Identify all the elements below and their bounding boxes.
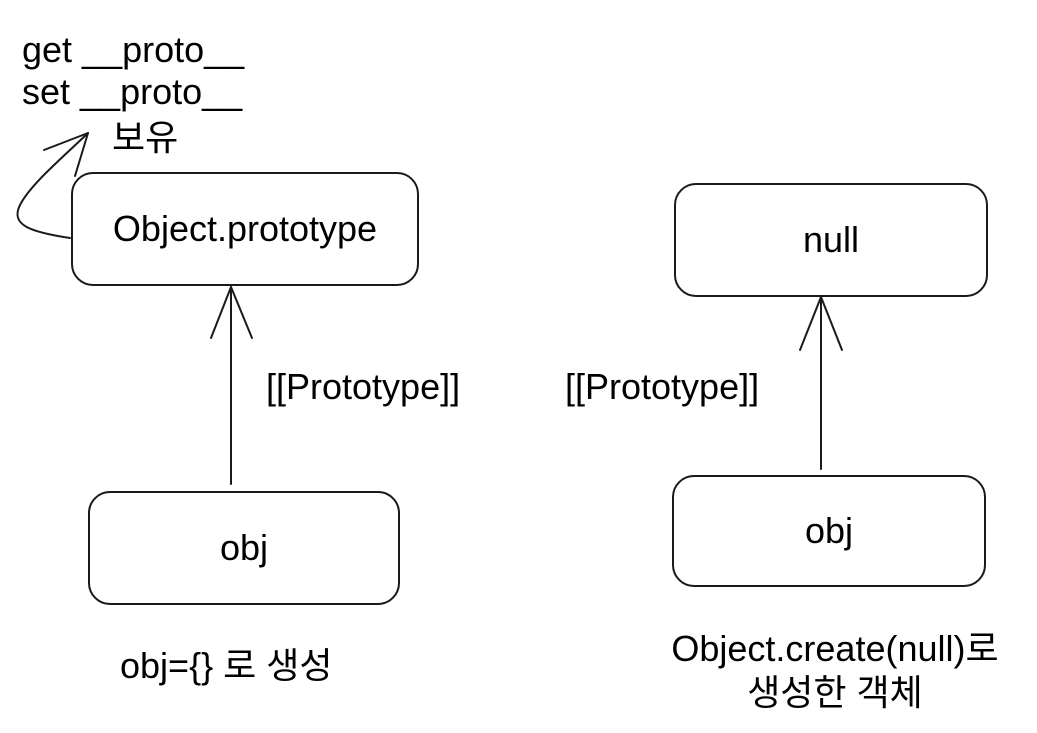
setter-label: set __proto__ bbox=[22, 71, 243, 112]
left-obj-box-label: obj bbox=[219, 527, 269, 568]
null-box: null bbox=[674, 183, 988, 297]
left-obj-box: obj bbox=[88, 491, 400, 605]
curved-arrow-icon bbox=[16, 132, 89, 239]
holds-label: 보유 bbox=[112, 117, 179, 158]
left-up-arrow-icon bbox=[210, 286, 253, 485]
object-prototype-box-label: Object.prototype bbox=[112, 208, 378, 249]
getter-label: get __proto__ bbox=[22, 29, 245, 70]
object-prototype-box: Object.prototype bbox=[71, 172, 419, 286]
right-obj-box-label: obj bbox=[804, 510, 854, 551]
right-obj-box: obj bbox=[672, 475, 986, 587]
null-box-label: null bbox=[802, 219, 860, 260]
left-prototype-link-label: [[Prototype]] bbox=[266, 366, 461, 407]
right-caption-line-1: Object.create(null)로 bbox=[671, 628, 999, 669]
right-up-arrow-icon bbox=[799, 296, 843, 470]
right-caption-line-2: 생성한 객체 bbox=[747, 672, 923, 713]
left-caption: obj={} 로 생성 bbox=[120, 645, 333, 686]
right-prototype-link-label: [[Prototype]] bbox=[565, 366, 760, 407]
